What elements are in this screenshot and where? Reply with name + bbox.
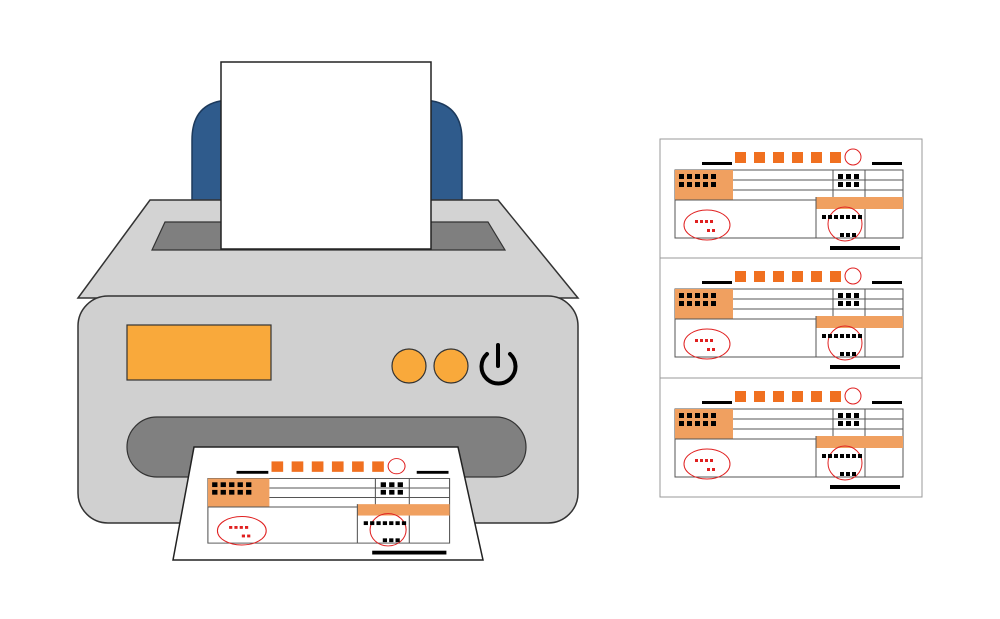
power-icon[interactable] — [479, 343, 518, 386]
printer-button-1[interactable] — [391, 348, 427, 384]
display-panel — [126, 324, 272, 381]
printed-forms-sheet — [659, 138, 923, 498]
printer-button-2[interactable] — [433, 348, 469, 384]
printer — [76, 61, 580, 561]
input-paper-sheet — [220, 61, 432, 250]
